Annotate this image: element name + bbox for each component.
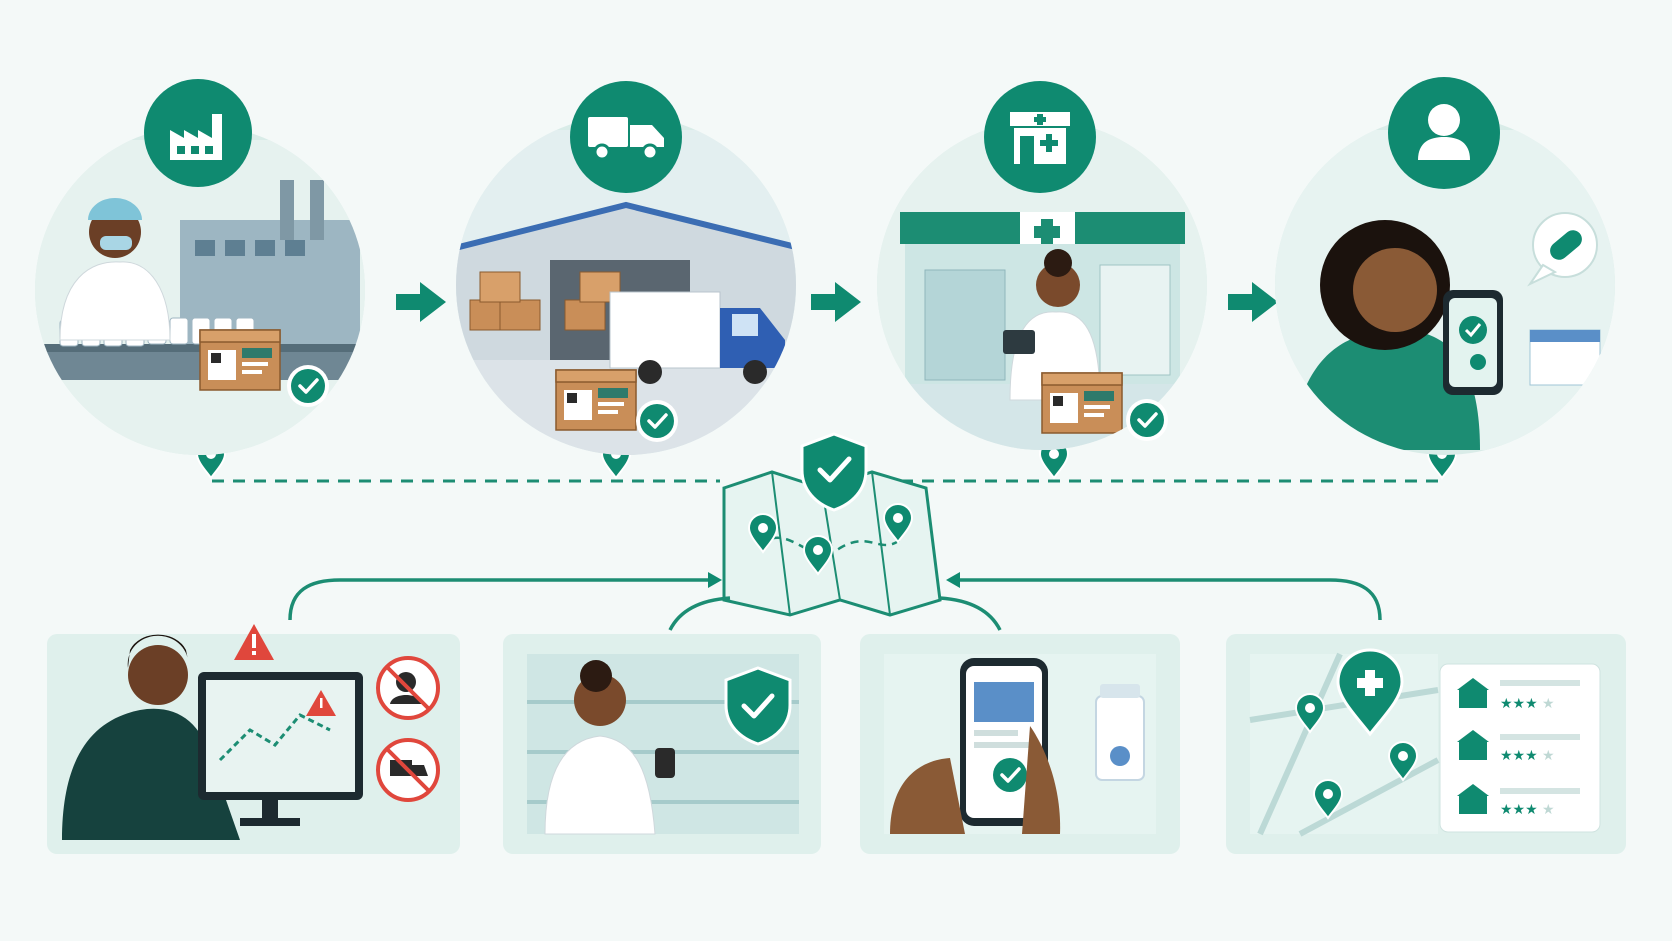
pharmacy-store-icon (984, 81, 1096, 193)
arrow-right-icon (1228, 282, 1278, 322)
svg-text:★: ★ (1542, 802, 1555, 818)
rating-stars-icon: ★★★ (1500, 802, 1538, 818)
warning-triangle-icon (234, 624, 274, 660)
patient-smartphone (1443, 290, 1503, 395)
rating-stars-icon: ★★★ (1500, 748, 1538, 764)
rating-stars-icon: ★★★ (1500, 696, 1538, 712)
pharmacy-list-card: ★★★ ★ ★★★ ★ ★★★ ★ (1439, 663, 1601, 833)
analyst-figure (62, 634, 240, 840)
check-circle-icon (634, 398, 680, 444)
shield-check-icon (800, 432, 868, 512)
factory-icon (144, 79, 252, 187)
pharmacy-pin-icon (1336, 648, 1404, 737)
user-person-icon (1388, 77, 1500, 189)
arrow-right-icon (396, 282, 446, 322)
barcode-scanner-icon (655, 748, 675, 778)
lab-worker (59, 198, 171, 341)
pharmacist-figure (544, 660, 675, 835)
svg-text:★: ★ (1542, 696, 1555, 712)
check-circle-icon (987, 752, 1033, 798)
check-circle-icon (285, 363, 331, 409)
list-item: ★★★ ★ (1457, 730, 1580, 764)
central-tracking-map (722, 432, 942, 617)
tracked-package (1041, 372, 1123, 434)
pharmacy-store-icon (1459, 690, 1487, 708)
stage-pharmacy (877, 81, 1207, 450)
flow-arrows (396, 282, 1278, 322)
panel-stock-scanning (503, 634, 821, 854)
delivery-truck-icon (570, 81, 682, 193)
svg-text:★: ★ (1542, 748, 1555, 764)
stage-patient (1275, 77, 1615, 455)
pill-icon (1550, 230, 1582, 260)
no-truck-icon (376, 738, 440, 802)
pharmacy-store-icon (1459, 742, 1487, 760)
panel-phone-verification (860, 634, 1180, 854)
tracked-package (199, 329, 281, 391)
no-thief-icon (376, 656, 440, 720)
stage-manufacturer (35, 79, 365, 455)
panel-monitoring-alerts (47, 624, 460, 854)
arrow-right-icon (811, 282, 861, 322)
delivery-truck (609, 291, 785, 384)
panel-connectors (288, 572, 1382, 631)
panel-pharmacy-locator: ★★★ ★ ★★★ ★ ★★★ ★ (1226, 634, 1626, 854)
pharmacy-store-icon (1459, 796, 1487, 814)
medicine-bottle-icon (1095, 684, 1145, 781)
list-item: ★★★ ★ (1457, 678, 1580, 712)
shield-check-icon (724, 666, 792, 746)
list-item: ★★★ ★ (1457, 784, 1580, 818)
tracking-route (196, 439, 1457, 483)
stage-distribution (456, 81, 796, 455)
pill-speech-bubble (1527, 212, 1598, 287)
monitor-screen (198, 672, 363, 826)
tracked-package (555, 369, 637, 431)
check-circle-icon (1124, 397, 1170, 443)
